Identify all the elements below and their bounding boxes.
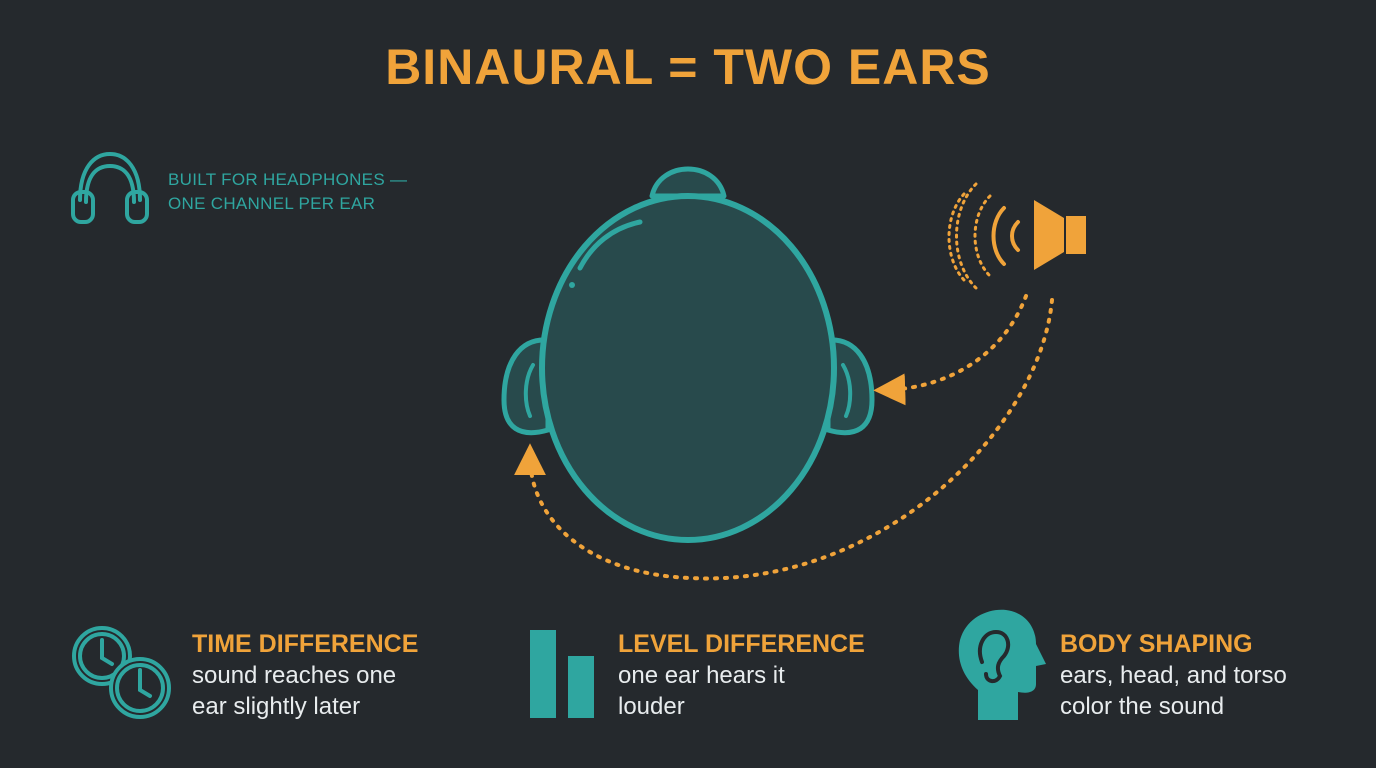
level-bars-icon: [530, 630, 594, 718]
feature-description: ears, head, and torso color the sound: [1060, 662, 1287, 720]
sound-path-arrow-near-ear: [873, 294, 1028, 406]
feature-time-difference: TIME DIFFERENCE sound reaches one ear sl…: [192, 628, 432, 722]
feature-title: LEVEL DIFFERENCE: [618, 630, 865, 658]
head-top-view: [501, 166, 875, 543]
clocks-icon: [72, 626, 171, 719]
nose: [649, 166, 727, 199]
headphones-note-line1: BUILT FOR HEADPHONES —: [168, 170, 408, 189]
feature-description: sound reaches one ear slightly later: [192, 662, 397, 720]
sound-path-arrow-far-ear: [514, 298, 1054, 581]
feature-description: one ear hears it louder: [618, 662, 785, 720]
speaker-icon: [947, 182, 1086, 290]
feature-title: TIME DIFFERENCE: [192, 630, 419, 658]
feature-body-shaping: BODY SHAPING ears, head, and torso color…: [1060, 628, 1330, 722]
headphones-note-line2: ONE CHANNEL PER EAR: [168, 194, 376, 213]
feature-level-difference: LEVEL DIFFERENCE one ear hears it louder: [618, 628, 865, 722]
feature-title: BODY SHAPING: [1060, 630, 1253, 658]
headphones-note: BUILT FOR HEADPHONES — ONE CHANNEL PER E…: [168, 168, 407, 216]
page-title: BINAURAL = TWO EARS: [385, 39, 991, 95]
headphones-icon: [71, 151, 149, 224]
head-profile-icon: [958, 609, 1046, 720]
